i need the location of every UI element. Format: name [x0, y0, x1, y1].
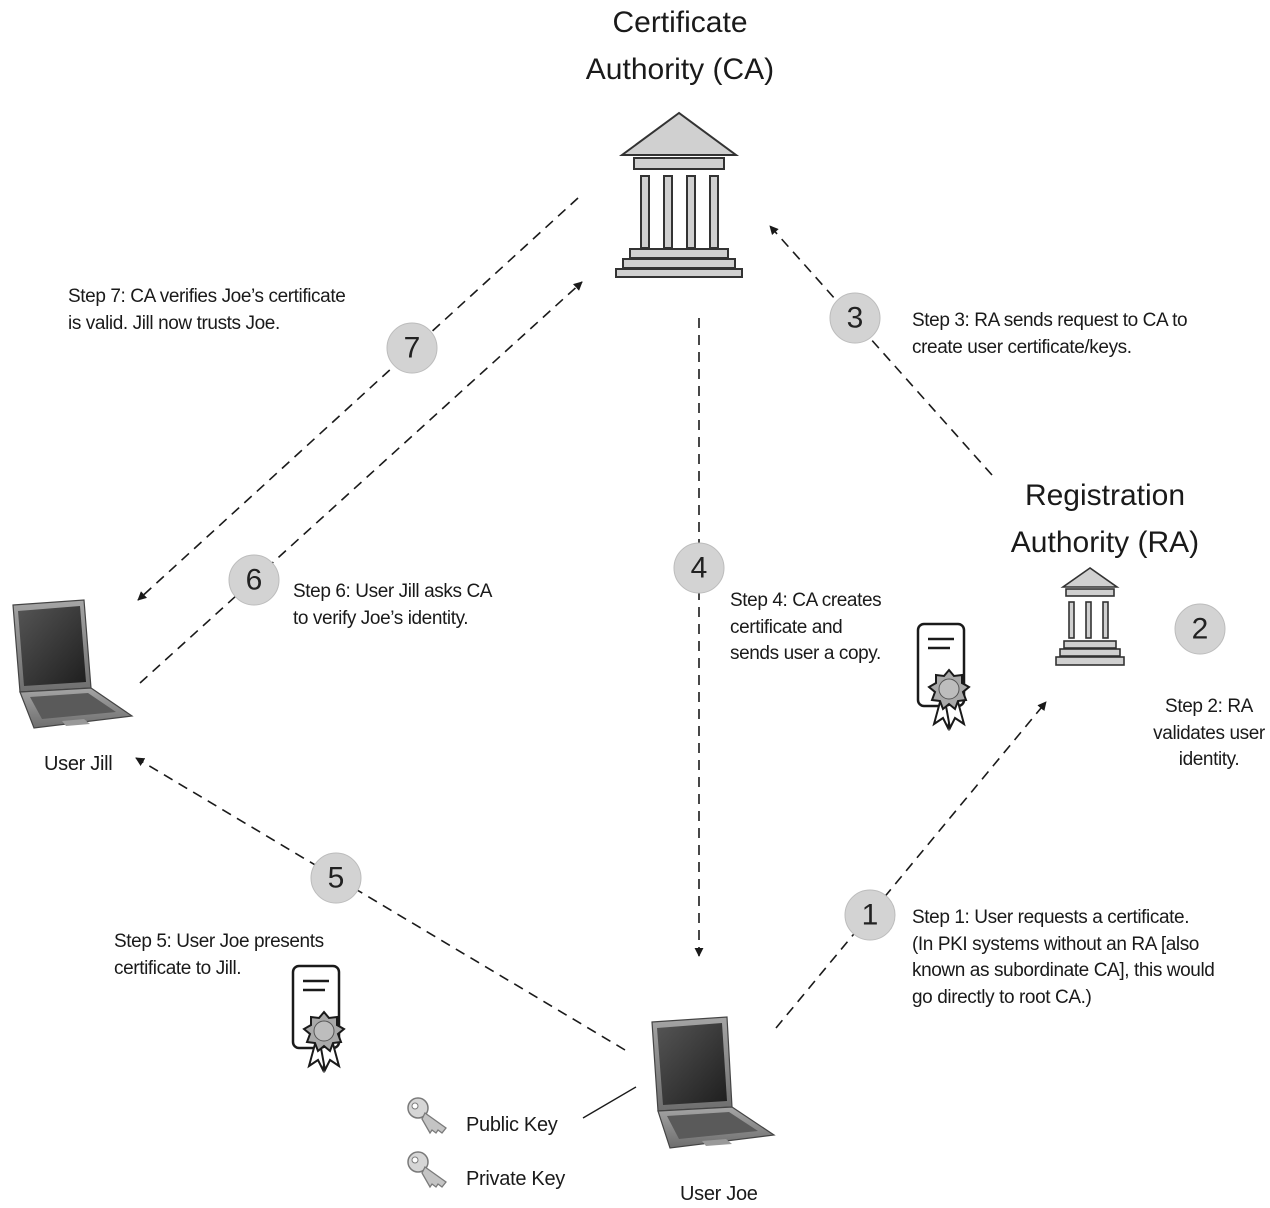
user-jill-label: User Jill — [44, 753, 113, 775]
step7-line2: is valid. Jill now trusts Joe. — [68, 312, 280, 334]
step-number-2: 2 — [1192, 613, 1209, 646]
step5-line2: certificate to Jill. — [114, 957, 242, 979]
step-circle-1 — [844, 889, 896, 941]
step1-line2: (In PKI systems without an RA [also — [912, 933, 1199, 955]
step-circle-6 — [228, 554, 280, 606]
arrow-step7 — [137, 197, 579, 601]
key-connector-line — [582, 1086, 637, 1119]
step-circle-2 — [1174, 603, 1226, 655]
step3-line2: create user certificate/keys. — [912, 336, 1132, 358]
step2-line2: validates user — [1153, 722, 1265, 744]
step-circle-7 — [386, 322, 438, 374]
step7-text: Step 7: CA verifies Joe’s certificate is… — [68, 284, 368, 337]
step2-line1: Step 2: RA — [1165, 696, 1253, 717]
private-key-icon — [407, 1151, 447, 1189]
step4-line3: sends user a copy. — [730, 643, 881, 665]
step1-line1: Step 1: User requests a certificate. — [912, 907, 1190, 928]
ra-title: Registration Authority (RA) — [980, 473, 1230, 566]
step-number-4: 4 — [691, 552, 708, 585]
laptop-icon-joe — [651, 1016, 776, 1149]
certificate-icon-step5 — [291, 964, 346, 1074]
step4-text: Step 4: CA creates certificate and sends… — [730, 588, 910, 668]
step-number-7: 7 — [404, 332, 421, 365]
step1-line3: known as subordinate CA], this would — [912, 960, 1215, 982]
step5-line1: Step 5: User Joe presents — [114, 931, 324, 952]
step2-text: Step 2: RA validates user identity. — [1148, 694, 1270, 774]
step5-text: Step 5: User Joe presents certificate to… — [114, 929, 374, 982]
step4-line2: certificate and — [730, 616, 843, 638]
arrow-step1 — [775, 701, 1047, 1029]
arrow-step6 — [139, 281, 583, 684]
step6-line1: Step 6: User Jill asks CA — [293, 581, 493, 602]
public-key-icon — [407, 1097, 447, 1135]
step-number-3: 3 — [847, 302, 864, 335]
step3-line1: Step 3: RA sends request to CA to — [912, 310, 1188, 331]
step1-line4: go directly to root CA.) — [912, 986, 1092, 1008]
laptop-icon-jill — [12, 599, 134, 729]
step7-line1: Step 7: CA verifies Joe’s certificate — [68, 286, 346, 307]
ca-title-line2: Authority (CA) — [585, 52, 775, 86]
arrow-step3 — [769, 225, 993, 476]
ra-title-line2: Authority (RA) — [1010, 525, 1200, 559]
step-circle-3 — [829, 292, 881, 344]
ca-title-line1: Certificate — [612, 6, 748, 39]
step-circle-5 — [310, 852, 362, 904]
ra-title-line1: Registration — [1024, 479, 1186, 512]
step-number-5: 5 — [328, 862, 345, 895]
step2-line3: identity. — [1178, 749, 1240, 771]
step3-text: Step 3: RA sends request to CA to create… — [912, 308, 1212, 361]
public-key-label: Public Key — [466, 1114, 558, 1136]
step4-line1: Step 4: CA creates — [730, 590, 882, 611]
certificate-icon — [916, 622, 971, 732]
step1-text: Step 1: User requests a certificate. (In… — [912, 905, 1232, 1011]
user-joe-label: User Joe — [680, 1183, 758, 1205]
ca-title: Certificate Authority (CA) — [560, 0, 800, 93]
step6-text: Step 6: User Jill asks CA to verify Joe’… — [293, 579, 533, 632]
arrow-step5 — [135, 757, 626, 1051]
step-number-6: 6 — [246, 564, 263, 597]
step-circle-4 — [673, 542, 725, 594]
step-number-1: 1 — [862, 899, 879, 932]
ra-building-icon — [1055, 567, 1125, 666]
private-key-label: Private Key — [466, 1168, 565, 1190]
ca-building-icon — [615, 111, 743, 278]
step6-line2: to verify Joe’s identity. — [293, 607, 469, 629]
